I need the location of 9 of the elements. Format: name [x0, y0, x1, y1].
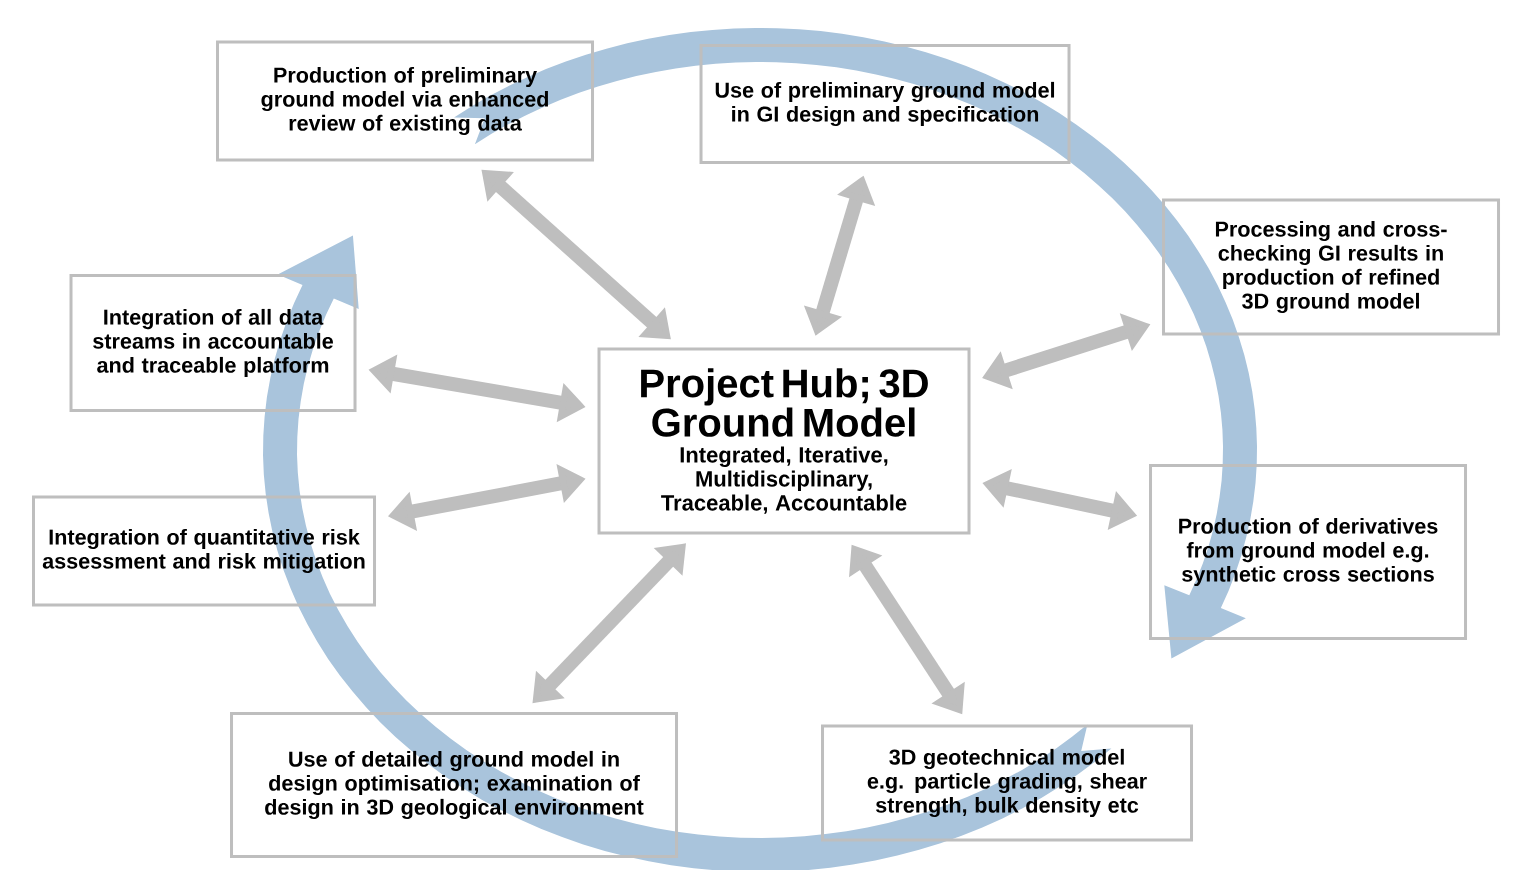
text-box: Integration of quantitative risk assessment and risk mitigation	[32, 495, 376, 607]
text-box: Integration of all data streams in accountable and traceable platform	[69, 274, 357, 412]
hub-box: Project Hub; 3D Ground Model Integrated, Iterative, Multidisciplinary, Traceable, Accountable	[597, 347, 971, 535]
text-box: Production of derivatives from ground model e.g. synthetic cross sections	[1149, 464, 1467, 640]
text-box: 3D geotechnical model e.g. particle grading, shear strength, bulk density etc	[821, 724, 1193, 842]
text-box: Processing and cross-checking GI results in production of refined 3D ground model	[1162, 198, 1500, 336]
text-box: Production of preliminary ground model via enhanced review of existing data	[216, 40, 594, 162]
text-box: Use of preliminary ground model in GI design and specification	[699, 44, 1071, 164]
text-box: Use of detailed ground model in design optimisation; examination of design in 3D geological environment	[230, 712, 678, 858]
